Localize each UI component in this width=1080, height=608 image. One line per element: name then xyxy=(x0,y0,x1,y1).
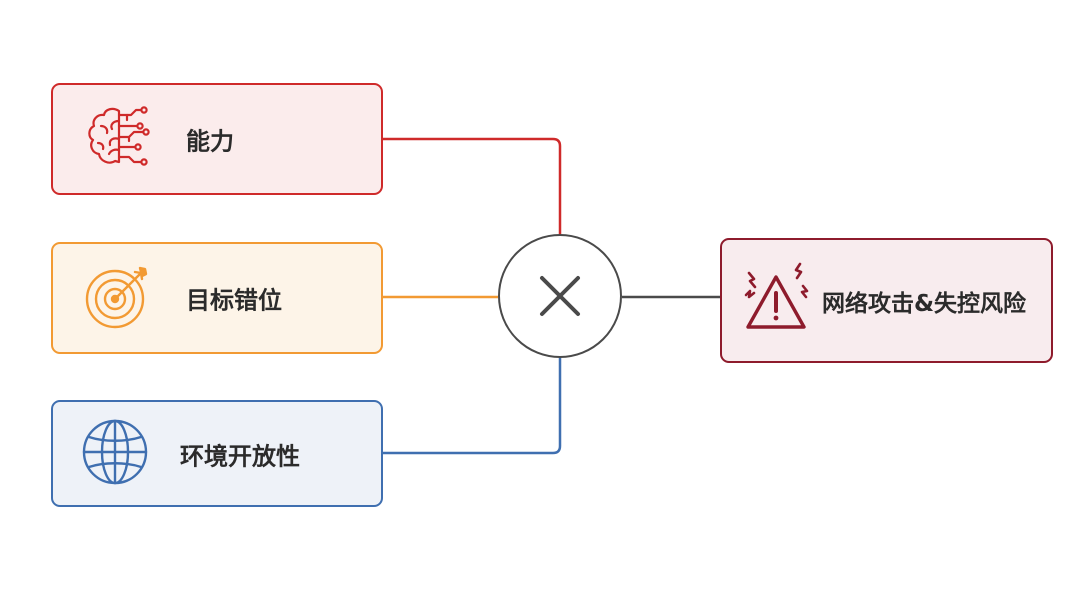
input-box-capability: 能力 xyxy=(51,83,383,195)
connector-env xyxy=(383,358,562,455)
target-icon xyxy=(79,258,155,338)
multiply-operator xyxy=(498,234,622,358)
input-box-goal-misalignment: 目标错位 xyxy=(51,242,383,354)
input-label-capability: 能力 xyxy=(186,127,234,156)
input-box-environment-openness: 环境开放性 xyxy=(51,400,383,507)
output-label-risk: 网络攻击&失控风险 xyxy=(822,290,1027,317)
multiply-icon xyxy=(540,276,580,316)
warning-icon xyxy=(740,261,812,341)
brain-circuit-icon xyxy=(79,99,155,179)
input-label-environment-openness: 环境开放性 xyxy=(180,442,300,470)
output-box-risk: 网络攻击&失控风险 xyxy=(720,238,1053,363)
input-label-goal-misalignment: 目标错位 xyxy=(186,286,282,315)
globe-icon xyxy=(79,416,151,492)
connector-capability xyxy=(383,137,562,234)
